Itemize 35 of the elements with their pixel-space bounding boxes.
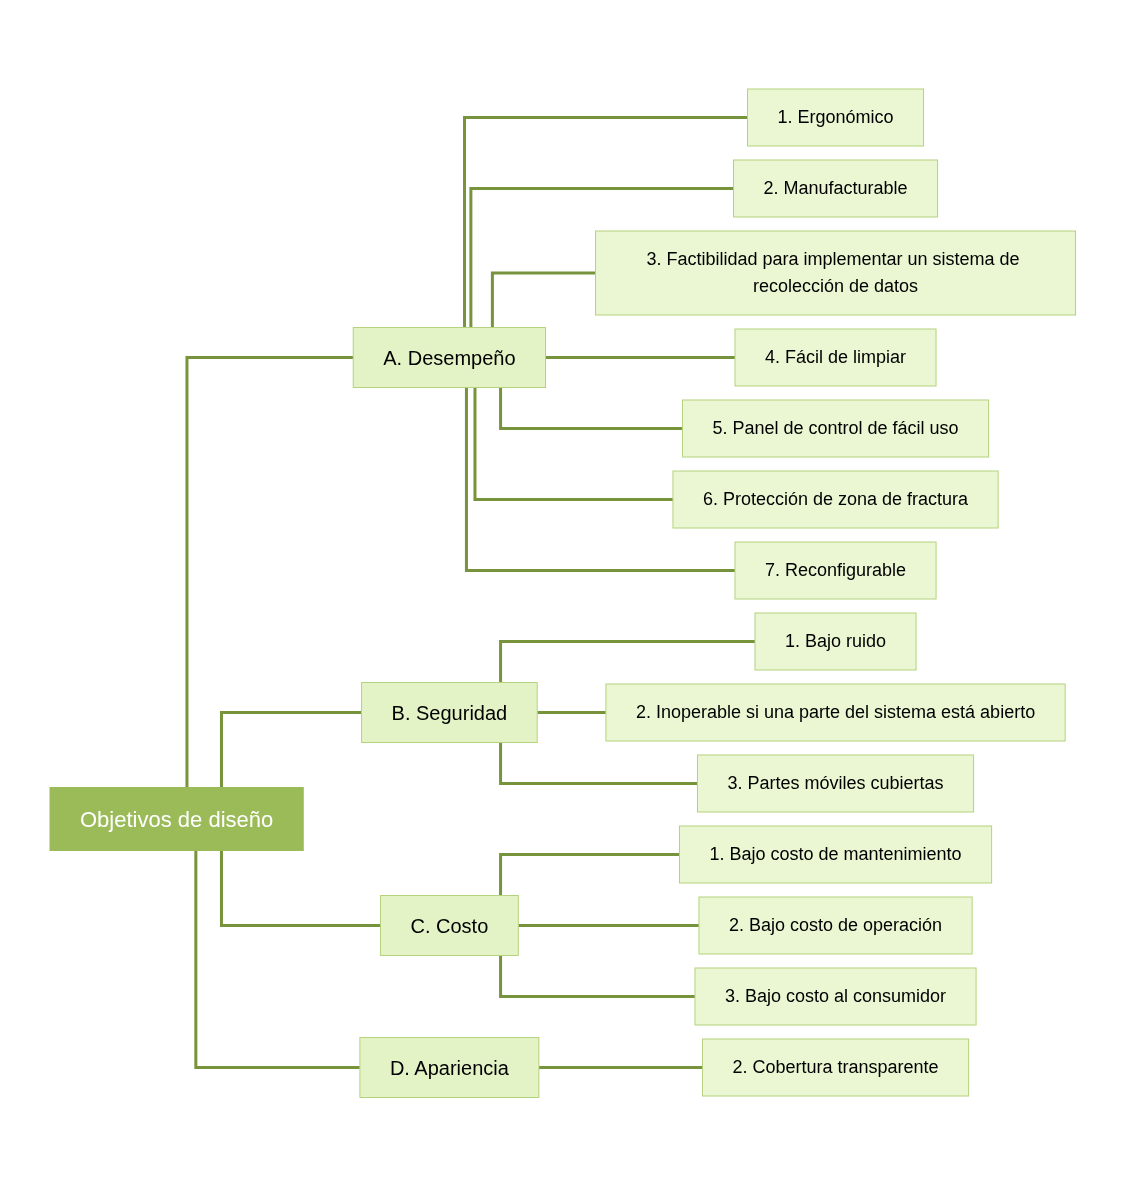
node-box: 3. Factibilidad para implementar un sistema de recolección de datos bbox=[595, 230, 1077, 316]
connector bbox=[194, 850, 361, 1069]
connector bbox=[544, 355, 736, 359]
connector bbox=[517, 923, 700, 927]
connector bbox=[499, 639, 756, 683]
node-box: D. Apariencia bbox=[359, 1036, 540, 1098]
node-box: 2. Bajo costo de operación bbox=[698, 896, 973, 955]
connector bbox=[465, 387, 736, 572]
node-box: 1. Ergonómico bbox=[747, 88, 925, 147]
connector bbox=[499, 387, 683, 430]
node-box: C. Costo bbox=[380, 894, 519, 956]
connector bbox=[499, 955, 696, 998]
connector bbox=[499, 852, 680, 896]
connector bbox=[473, 387, 674, 501]
node-box: 7. Reconfigurable bbox=[734, 541, 937, 600]
node-box: B. Seguridad bbox=[361, 681, 538, 743]
node-box: 2. Cobertura transparente bbox=[702, 1038, 970, 1097]
node-box: 3. Partes móviles cubiertas bbox=[697, 754, 975, 813]
node-box: 6. Protección de zona de fractura bbox=[672, 470, 999, 529]
node-box: 5. Panel de control de fácil uso bbox=[682, 399, 990, 458]
connector bbox=[220, 710, 362, 788]
connector bbox=[185, 355, 354, 788]
connector bbox=[220, 850, 381, 927]
node-box: 3. Bajo costo al consumidor bbox=[694, 967, 977, 1026]
node-box: 2. Inoperable si una parte del sistema está abierto bbox=[605, 683, 1066, 742]
node-box: 1. Bajo ruido bbox=[754, 612, 917, 671]
node-box: A. Desempeño bbox=[352, 326, 547, 388]
node-box: 1. Bajo costo de mantenimiento bbox=[679, 825, 993, 884]
node-box: 2. Manufacturable bbox=[733, 159, 939, 218]
connector bbox=[491, 271, 596, 328]
connector bbox=[463, 115, 748, 328]
node-box: Objetivos de diseño bbox=[49, 786, 304, 851]
connector bbox=[469, 186, 734, 328]
node-box: 4. Fácil de limpiar bbox=[734, 328, 937, 387]
connector bbox=[499, 742, 698, 785]
